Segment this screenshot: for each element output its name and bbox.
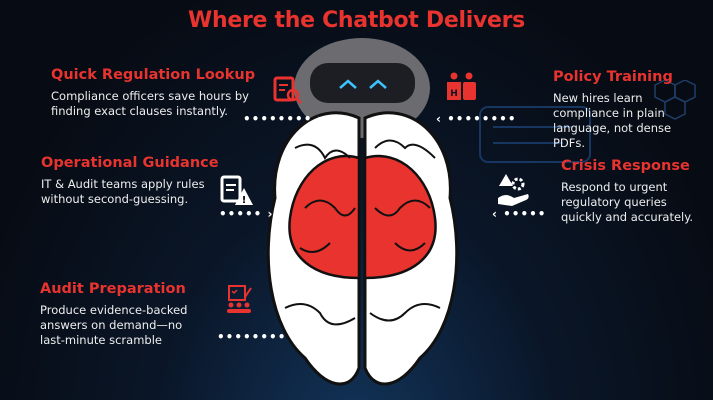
arrow-connector: ••••• › — [219, 207, 274, 221]
card-heading: Audit Preparation — [40, 281, 186, 297]
card-audit-preparation: Audit Preparation Produce evidence-backe… — [40, 281, 200, 348]
background-chat-bubble — [479, 106, 591, 163]
card-text: New hires learn compliance in plain lang… — [553, 91, 672, 150]
svg-text:H: H — [450, 89, 458, 99]
checklist-team-icon — [227, 285, 252, 313]
arrow-connector: ‹ ••••• — [492, 207, 547, 221]
card-operational-guidance: Operational Guidance IT & Audit teams ap… — [41, 155, 219, 207]
card-text: Compliance officers save hours by findin… — [51, 89, 249, 118]
card-text: IT & Audit teams apply rules without sec… — [41, 177, 205, 206]
hand-alert-gear-icon — [498, 174, 529, 206]
arrow-connector: •••••••• › — [243, 112, 324, 126]
page-title: Where the Chatbot Delivers — [188, 8, 525, 33]
document-warning-icon: ! — [220, 175, 253, 206]
card-text: Respond to urgent regulatory queries qui… — [561, 180, 694, 224]
card-heading: Quick Regulation Lookup — [51, 67, 256, 83]
card-policy-training: Policy Training New hires learn complian… — [553, 69, 703, 151]
training-people-icon: H — [447, 72, 476, 100]
card-heading: Crisis Response — [561, 158, 690, 174]
svg-text:!: ! — [242, 195, 247, 206]
arrow-connector: ‹ •••••••• — [436, 112, 517, 126]
card-crisis-response: Crisis Response Respond to urgent regula… — [561, 158, 701, 225]
clipboard-search-icon — [273, 76, 302, 104]
background-hexagons — [654, 80, 696, 120]
arrow-connector: •••••••• › — [217, 330, 298, 344]
card-quick-regulation-lookup: Quick Regulation Lookup Compliance offic… — [51, 67, 255, 119]
card-heading: Operational Guidance — [41, 155, 219, 171]
card-text: Produce evidence-backed answers on deman… — [40, 303, 188, 347]
robot-brain-illustration — [266, 38, 459, 386]
card-heading: Policy Training — [553, 69, 673, 85]
